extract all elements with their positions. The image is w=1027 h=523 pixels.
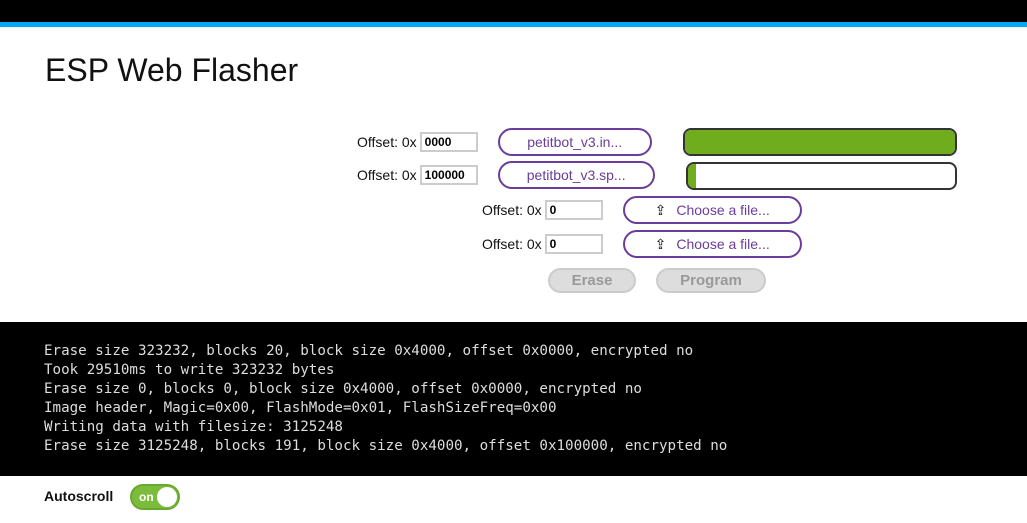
choose-file-label: Choose a file... xyxy=(676,236,770,252)
offset-input-3[interactable] xyxy=(544,200,603,220)
file-row-3: Offset: 0x ⇪ Choose a file... xyxy=(482,196,802,224)
offset-label: Offset: 0x xyxy=(357,134,417,150)
autoscroll-toggle[interactable]: on xyxy=(130,484,180,510)
offset-label: Offset: 0x xyxy=(482,236,542,252)
file-button-1[interactable]: petitbot_v3.in... xyxy=(497,128,652,156)
autoscroll-label: Autoscroll xyxy=(44,488,114,504)
log-line: Erase size 323232, blocks 20, block size… xyxy=(44,343,694,359)
choose-file-label: Choose a file... xyxy=(676,202,770,218)
progress-bar-1 xyxy=(683,128,957,156)
offset-input-4[interactable] xyxy=(544,234,603,254)
erase-button[interactable]: Erase xyxy=(548,268,636,293)
upload-icon: ⇪ xyxy=(654,235,667,252)
file-button-2[interactable]: petitbot_v3.sp... xyxy=(497,161,655,189)
log-line: Erase size 3125248, blocks 191, block si… xyxy=(44,438,728,454)
toggle-knob xyxy=(157,487,177,507)
page-title: ESP Web Flasher xyxy=(45,52,299,88)
file-row-4: Offset: 0x ⇪ Choose a file... xyxy=(482,230,802,258)
offset-label: Offset: 0x xyxy=(482,202,542,218)
choose-file-button-3[interactable]: ⇪ Choose a file... xyxy=(622,196,802,224)
offset-input-1[interactable] xyxy=(419,132,478,152)
progress-bar-2 xyxy=(686,162,957,190)
choose-file-button-4[interactable]: ⇪ Choose a file... xyxy=(622,230,802,258)
log-line: Writing data with filesize: 3125248 xyxy=(44,419,343,435)
log-line: Image header, Magic=0x00, FlashMode=0x01… xyxy=(44,400,557,416)
accent-stripe xyxy=(0,22,1027,27)
offset-label: Offset: 0x xyxy=(357,167,417,183)
log-line: Took 29510ms to write 323232 bytes xyxy=(44,362,335,378)
offset-input-2[interactable] xyxy=(419,165,478,185)
log-line: Erase size 0, blocks 0, block size 0x400… xyxy=(44,381,642,397)
console-log: Erase size 323232, blocks 20, block size… xyxy=(0,322,1027,476)
file-row-1: Offset: 0x petitbot_v3.in... xyxy=(357,128,652,156)
top-bar xyxy=(0,0,1027,22)
toggle-state: on xyxy=(139,490,154,504)
file-row-2: Offset: 0x petitbot_v3.sp... xyxy=(357,161,655,189)
upload-icon: ⇪ xyxy=(654,201,667,218)
program-button[interactable]: Program xyxy=(656,268,766,293)
